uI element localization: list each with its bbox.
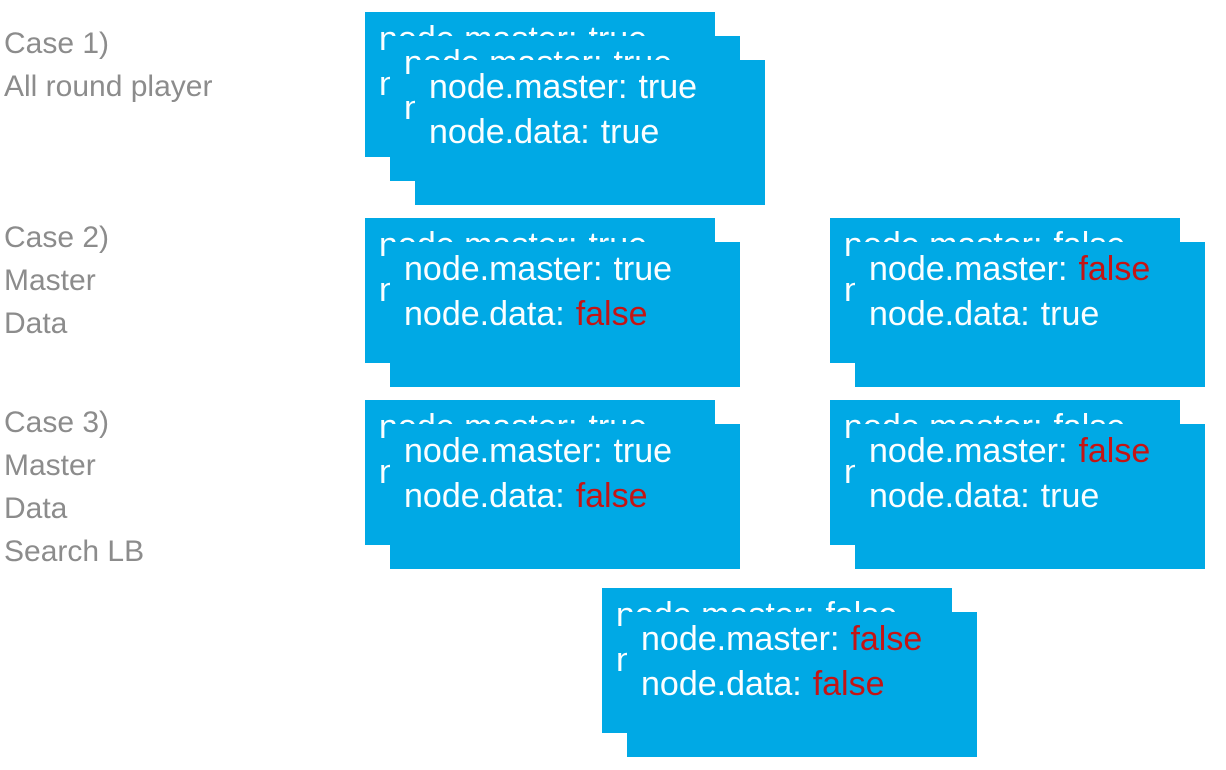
config-label: node.data: [404,477,565,515]
stack-case3-data: node.master: false node.data: true node.ma… [830,400,1205,569]
config-value: true [613,432,673,470]
config-label: node.master: [404,432,603,470]
config-line: node.data: true [429,110,765,155]
config-line: node.master: false [869,429,1205,474]
config-line: node.master: true [429,65,765,110]
case-label-line: Case 3) [4,406,110,439]
stack-case2-data: node.master: false node.data: true node.ma… [830,218,1205,387]
config-line: node.data: true [869,292,1205,337]
config-value: true [600,113,660,151]
config-value: false [575,295,648,333]
stack-case3-search-lb: node.master: false node.data: false node.m… [602,588,977,757]
case2-label: Case 2) Master Data [4,216,109,345]
case-label-line: Data [4,492,68,525]
config-label: node.data: [869,295,1030,333]
case-label-line: Data [4,307,68,340]
config-label: node.master: [869,432,1068,470]
case-label-line: Search LB [4,535,145,568]
stack-case1-all-round: node.master: true node.data: true node.mas… [365,12,765,205]
config-label: node.master: [641,620,840,658]
case-label-line: All round player [4,70,213,103]
config-line: node.data: false [404,292,740,337]
case-label-line: Case 2) [4,221,110,254]
config-line: node.data: false [404,474,740,519]
case3-label: Case 3) Master Data Search LB [4,401,144,573]
config-value: false [850,620,923,658]
config-label: node.master: [869,250,1068,288]
config-value: false [1078,432,1151,470]
config-line: node.master: true [404,429,740,474]
node-card-front: node.master: true node.data: false [390,242,740,387]
config-value: false [812,665,885,703]
node-card-front: node.master: false node.data: false [627,612,977,757]
config-value: true [1040,295,1100,333]
config-value: false [1078,250,1151,288]
config-value: false [575,477,648,515]
stack-case3-master: node.master: true node.data: false node.ma… [365,400,740,569]
config-line: node.data: true [869,474,1205,519]
config-line: node.master: false [869,247,1205,292]
node-card-front: node.master: false node.data: true [855,424,1205,569]
case-label-line: Case 1) [4,27,110,60]
config-label: node.data: [404,295,565,333]
config-line: node.data: false [641,662,977,707]
node-card-front: node.master: true node.data: true [415,60,765,205]
node-card-front: node.master: false node.data: true [855,242,1205,387]
case-label-line: Master [4,449,96,482]
node-card-front: node.master: true node.data: false [390,424,740,569]
config-label: node.data: [869,477,1030,515]
config-label: node.data: [641,665,802,703]
config-line: node.master: true [404,247,740,292]
case1-label: Case 1) All round player [4,22,212,108]
config-value: true [638,68,698,106]
config-value: true [1040,477,1100,515]
config-line: node.master: false [641,617,977,662]
config-label: node.master: [429,68,628,106]
case-label-line: Master [4,264,96,297]
config-label: node.data: [429,113,590,151]
config-value: true [613,250,673,288]
stack-case2-master: node.master: true node.data: false node.ma… [365,218,740,387]
config-label: node.master: [404,250,603,288]
